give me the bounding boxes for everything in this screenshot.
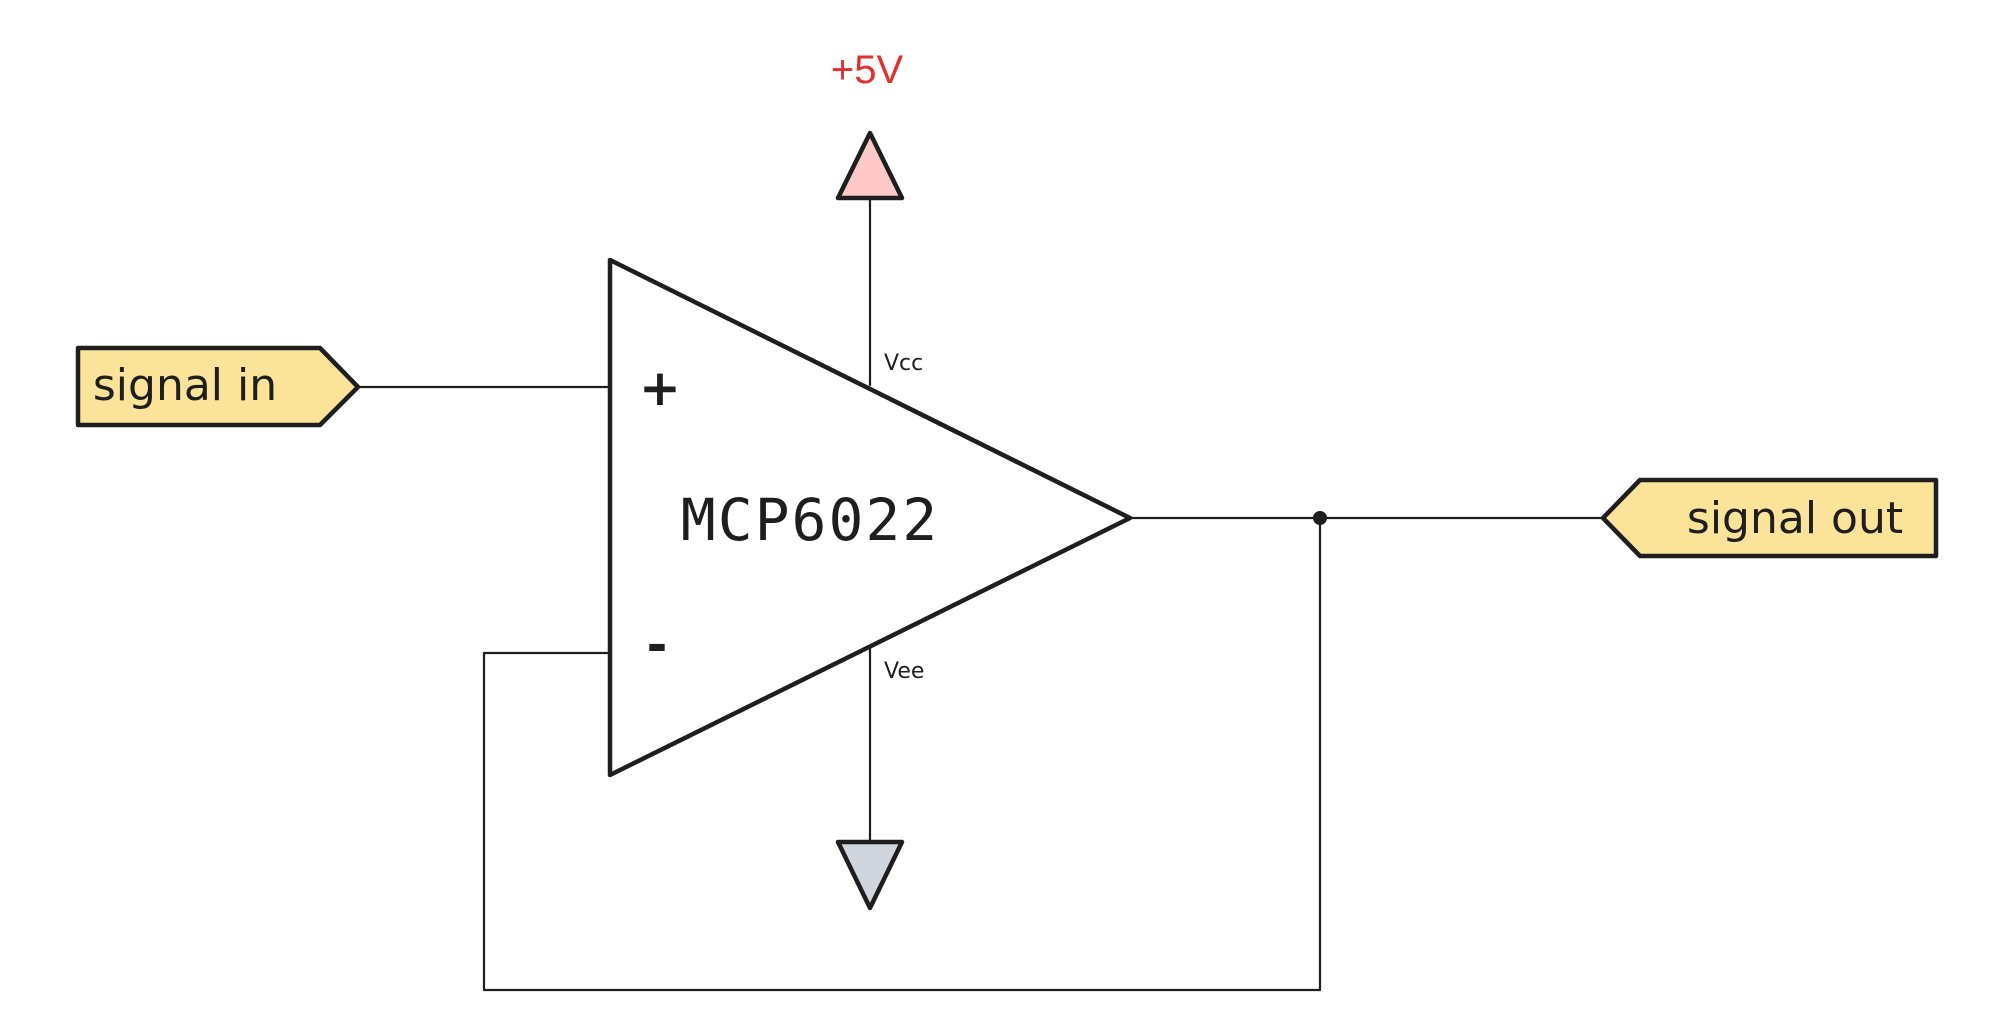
signal-in-label: signal in [93, 360, 277, 411]
vee-pin-label: Vee [884, 659, 924, 684]
noninverting-input-sign: + [639, 359, 681, 417]
opamp-triangle [607, 257, 1133, 778]
inverting-input-sign: - [647, 616, 668, 674]
negative-supply-arrow-icon [835, 839, 905, 911]
signal-out-label: signal out [1687, 493, 1903, 544]
feedback-wire [482, 516, 1322, 992]
junction-dot [1313, 511, 1327, 525]
vcc-pin-label: Vcc [884, 351, 923, 376]
positive-supply-arrow-icon [835, 130, 905, 201]
signal-out-port-tag [1600, 477, 1939, 559]
part-number-label: MCP6022 [681, 486, 939, 554]
positive-supply-label: +5V [831, 48, 904, 92]
signal-in-port-tag [75, 345, 361, 428]
